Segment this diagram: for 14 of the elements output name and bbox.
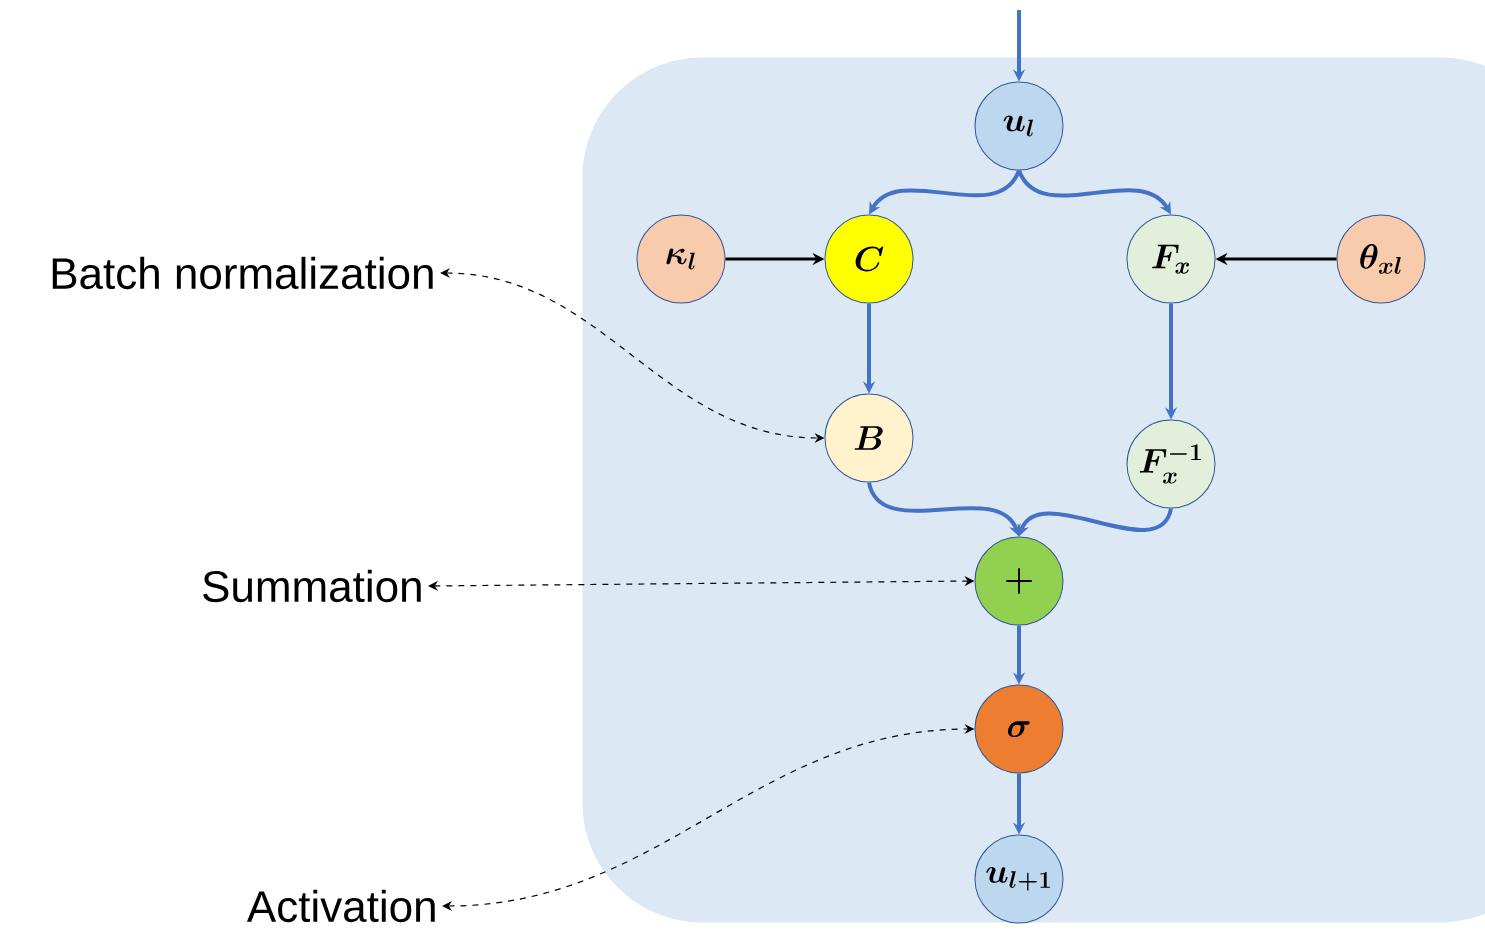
circle-node: $\sigma$: [974, 684, 1064, 774]
annotation-text: Activation: [246, 889, 435, 923]
circle-node: $\kappa_l$: [636, 214, 726, 304]
circle-node: $F_x$: [1126, 214, 1216, 304]
circle-node: $u_l$: [974, 81, 1064, 171]
annotation-text: Summation: [203, 569, 421, 603]
circle-node: $F_x^{-1}$: [1126, 419, 1216, 509]
circle-node: $\theta_{xl}$: [1336, 214, 1426, 304]
circle-node: $+$: [974, 536, 1064, 626]
circle-node: $B$: [824, 393, 914, 483]
circle-node: $C$: [824, 214, 914, 304]
panel-background: [582, 57, 1485, 923]
circle-node: $u_{l+1}$: [974, 834, 1064, 924]
annotation-text: Batch normalization: [52, 256, 433, 290]
